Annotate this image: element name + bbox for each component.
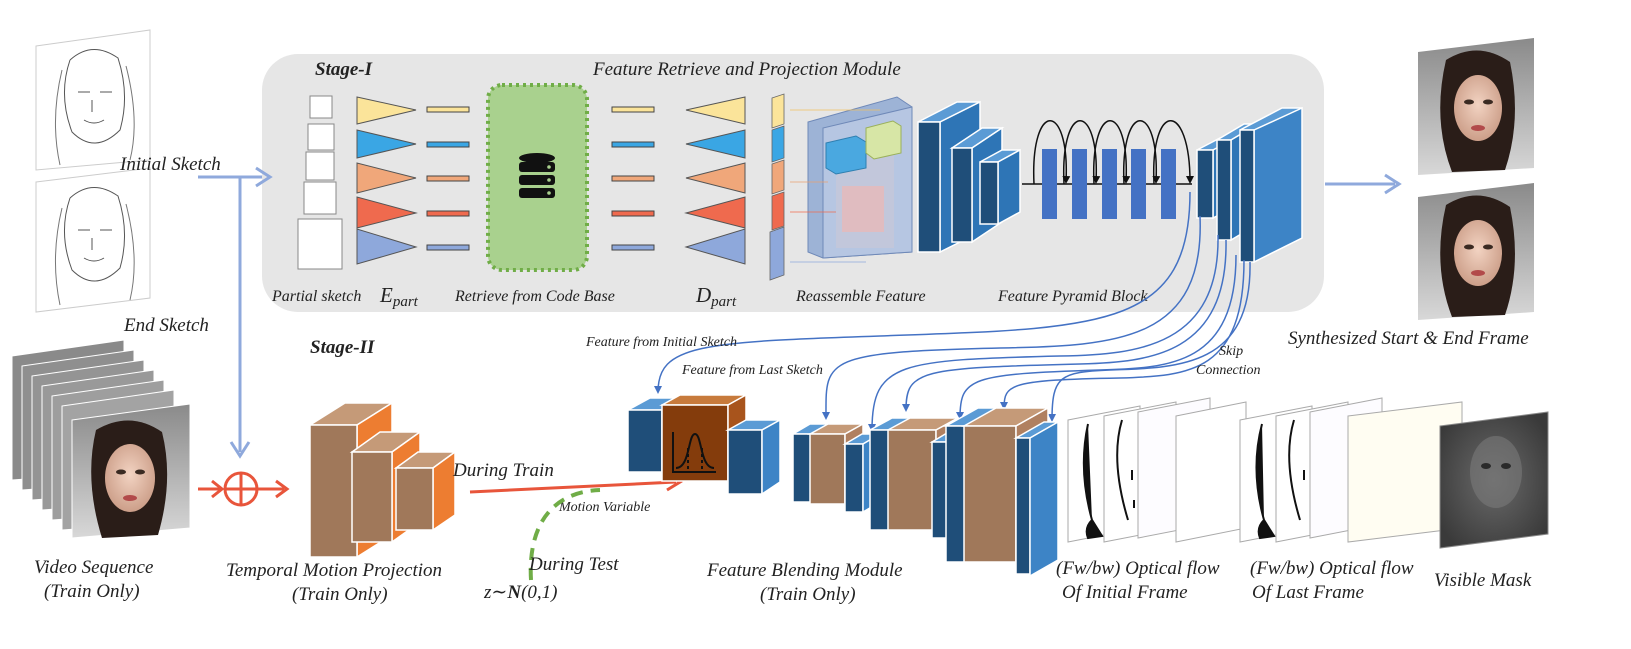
synthesized-end-frame: [1418, 183, 1534, 320]
end-sketch-image: [35, 167, 151, 313]
stage1-decoder-cubes: [1196, 106, 1303, 264]
stage2-title: Stage-II: [310, 337, 375, 358]
noise-label: z∼N(0,1): [483, 582, 557, 603]
decoder-label: Dpart: [695, 283, 737, 310]
test-path-dashed: [528, 488, 601, 581]
partial-sketch-stack: [297, 95, 343, 270]
flow-initial-line2: Of Initial Frame: [1062, 582, 1188, 603]
encoder-e-part: [356, 96, 418, 265]
feature-blending-module: [790, 406, 1061, 578]
partial-sketch-label: Partial sketch: [271, 288, 361, 305]
pyramid-label: Feature Pyramid Block: [997, 288, 1148, 305]
motion-variable-label: Motion Variable: [558, 500, 650, 515]
fbm-label-line1: Feature Blending Module: [706, 560, 903, 581]
skip-label-line2: Connection: [1196, 363, 1261, 378]
video-label-line1: Video Sequence: [34, 557, 153, 578]
concat-operator: [198, 471, 290, 507]
temporal-motion-projection: [307, 401, 458, 559]
video-sequence-stack: [11, 339, 191, 539]
flow-last-line2: Of Last Frame: [1252, 582, 1364, 603]
optical-flow-last: [1239, 397, 1463, 543]
initial-sketch-image: [35, 29, 151, 171]
tmp-label-line2: (Train Only): [292, 584, 388, 605]
visible-mask-label: Visible Mask: [1434, 570, 1532, 591]
feature-pyramid-block: [1022, 120, 1194, 219]
feat-last-label: Feature from Last Sketch: [681, 363, 823, 378]
reassemble-feature-volume: [790, 96, 913, 263]
synth-label: Synthesized Start & End Frame: [1288, 328, 1529, 349]
reassemble-label: Reassemble Feature: [795, 288, 926, 305]
feat-initial-label: Feature from Initial Sketch: [585, 335, 737, 350]
skip-connection-lines: [654, 191, 1251, 432]
gaussian-icon: [672, 432, 716, 473]
tmp-label-line1: Temporal Motion Projection: [226, 560, 442, 581]
video-label-line2: (Train Only): [44, 581, 140, 602]
skip-label-line1: Skip: [1219, 344, 1243, 359]
sketch-input-arrows: [198, 166, 273, 459]
retrieved-features: [611, 106, 655, 251]
retrieve-label: Retrieve from Code Base: [454, 288, 615, 305]
encoder-label: Epart: [379, 283, 419, 310]
database-icon: [519, 153, 555, 198]
module-title: Feature Retrieve and Projection Module: [592, 59, 901, 80]
end-sketch-label: End Sketch: [123, 315, 209, 336]
flow-last-line1: (Fw/bw) Optical flow: [1250, 558, 1414, 579]
flow-initial-line1: (Fw/bw) Optical flow: [1056, 558, 1220, 579]
stage1-title: Stage-I: [315, 59, 373, 80]
during-train-label: During Train: [452, 460, 554, 481]
decoder-d-part: [684, 96, 746, 265]
decoded-feature-slabs: [769, 93, 785, 281]
fbm-label-line2: (Train Only): [760, 584, 856, 605]
optical-flow-initial: [1067, 397, 1247, 543]
initial-sketch-label: Initial Sketch: [119, 154, 221, 175]
synthesized-start-frame: [1418, 38, 1534, 175]
output-arrow: [1325, 173, 1402, 195]
motion-sampling-block: [627, 393, 783, 496]
stage1-encoder-cubes: [917, 100, 1021, 254]
during-test-label: During Test: [528, 554, 619, 575]
encoded-features: [426, 106, 470, 251]
visible-mask-image: [1439, 411, 1549, 549]
